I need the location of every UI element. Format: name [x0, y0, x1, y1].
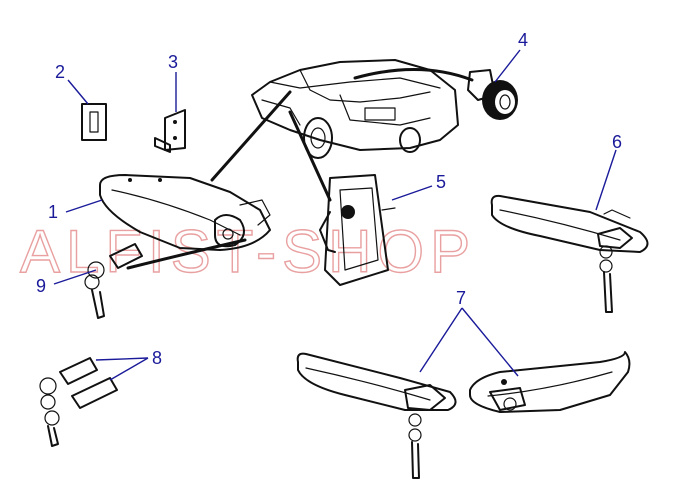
leader-8a	[95, 357, 149, 361]
callout-2: 2	[55, 62, 65, 82]
leader-7a	[419, 307, 463, 373]
connector-line-4	[353, 68, 474, 82]
leader-6	[595, 149, 617, 211]
part-7-door-handle-right	[469, 351, 631, 413]
part-4-lock-cylinder	[467, 69, 518, 120]
leader-2	[67, 79, 89, 105]
callout-9: 9	[36, 276, 46, 296]
connector-line-9	[126, 238, 247, 270]
leader-7b	[461, 307, 519, 377]
callout-5: 5	[436, 172, 446, 192]
part-1-door-handle	[99, 174, 271, 251]
leader-1	[65, 199, 103, 213]
callout-1: 1	[48, 202, 58, 222]
car-illustration	[251, 59, 459, 159]
connector-line-1	[210, 90, 292, 182]
callout-7: 7	[456, 288, 466, 308]
leader-5	[391, 185, 433, 201]
part-7-door-handle-left	[296, 352, 457, 479]
part-9-key-and-cylinder	[84, 243, 143, 319]
watermark: ALFIST-SHOP	[20, 218, 476, 285]
leader-8b	[109, 357, 149, 381]
part-5-glovebox-lock	[319, 174, 396, 286]
part-2-gasket	[81, 103, 107, 141]
part-3-bracket	[154, 109, 186, 153]
callout-4: 4	[518, 30, 528, 50]
callout-3: 3	[168, 52, 178, 72]
connector-line-5	[288, 110, 332, 202]
callout-8: 8	[152, 348, 162, 368]
part-8-keys-and-cylinders	[39, 357, 118, 447]
part-6-door-handle	[490, 194, 649, 313]
leader-9	[53, 269, 97, 285]
callout-6: 6	[612, 132, 622, 152]
leader-4	[494, 49, 521, 83]
